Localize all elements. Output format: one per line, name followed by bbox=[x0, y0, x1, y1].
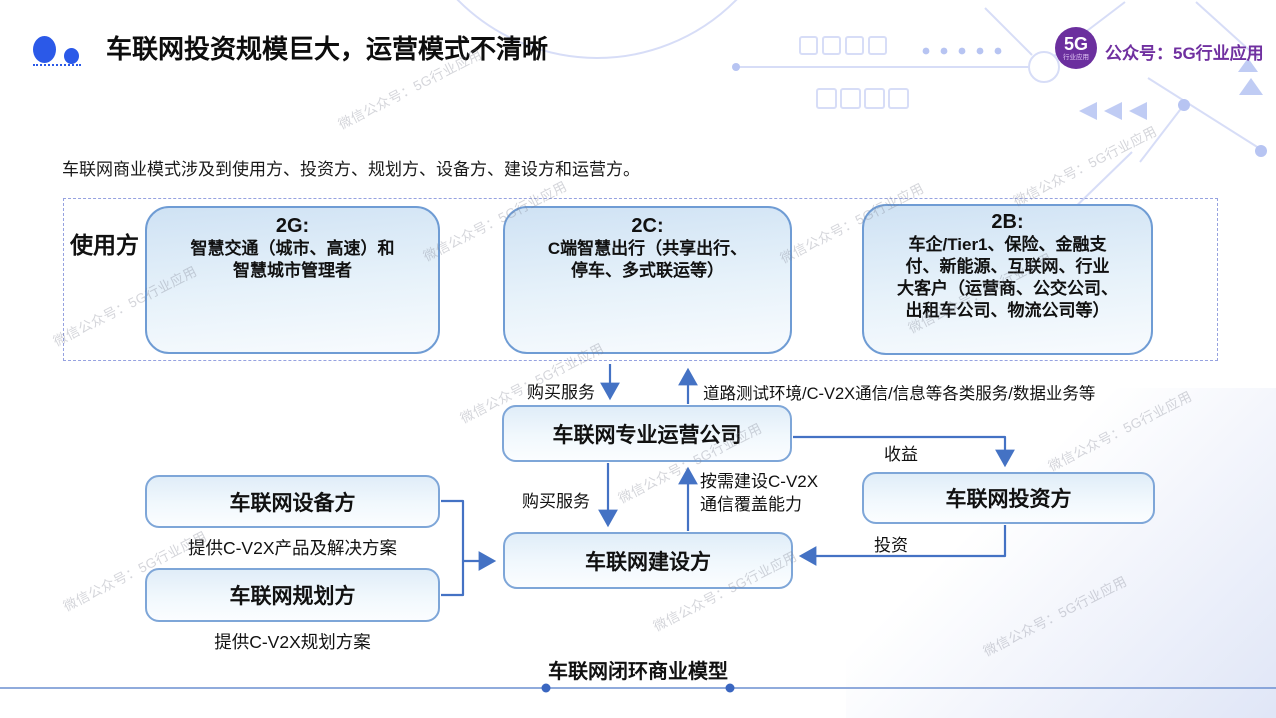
text-line: 智慧交通（城市、高速）和 bbox=[190, 239, 395, 258]
user-box-2c-title: 2C: bbox=[631, 215, 664, 237]
users-group-label: 使用方 bbox=[70, 232, 139, 258]
node-operator: 车联网专业运营公司 bbox=[502, 405, 792, 462]
users-group-frame bbox=[63, 198, 1218, 361]
text-line: 停车、多式联运等） bbox=[571, 261, 724, 281]
node-planner: 车联网规划方 bbox=[145, 568, 440, 622]
user-box-2b-desc: 车企/Tier1、保险、金融支 付、新能源、互联网、行业 大客户（运营商、公交公… bbox=[864, 234, 1151, 322]
text-line: 通信覆盖能力 bbox=[700, 494, 802, 514]
user-box-2g-title: 2G: bbox=[275, 215, 310, 237]
page-title: 车联网投资规模巨大，运营模式不清晰 bbox=[106, 34, 549, 64]
label-build-capacity: 按需建设C-V2X 通信覆盖能力 bbox=[700, 471, 818, 517]
user-box-2g-desc: 智慧交通（城市、高速）和 智慧城市管理者 bbox=[147, 238, 438, 282]
label-services-to-users: 道路测试环境/C-V2X通信/信息等各类服务/数据业务等 bbox=[703, 385, 1096, 403]
user-box-2c-desc: C端智慧出行（共享出行、 停车、多式联运等） bbox=[505, 238, 790, 282]
node-equipment: 车联网设备方 bbox=[145, 475, 440, 528]
5g-logo-subtext: 行业应用 bbox=[1063, 53, 1089, 61]
text-line: 按需建设C-V2X bbox=[700, 472, 819, 491]
label-equipment-offer: 提供C-V2X产品及解决方案 bbox=[187, 538, 398, 558]
label-buy-service-top: 购买服务 bbox=[527, 383, 595, 402]
text-line: 车企/Tier1、保险、金融支 bbox=[908, 235, 1107, 254]
title-bullet-dashes bbox=[33, 64, 81, 66]
account-label: 公众号：5G行业应用 bbox=[1105, 44, 1264, 63]
text-line: 出租车公司、物流公司等） bbox=[905, 301, 1110, 321]
text-line: C端智慧出行（共享出行、 bbox=[547, 239, 748, 258]
intro-text: 车联网商业模式涉及到使用方、投资方、规划方、设备方、建设方和运营方。 bbox=[62, 160, 640, 179]
user-box-2g: 2G: 智慧交通（城市、高速）和 智慧城市管理者 bbox=[145, 206, 440, 354]
5g-logo-badge: 5G 行业应用 bbox=[1055, 27, 1097, 69]
label-buy-service-mid: 购买服务 bbox=[522, 492, 590, 511]
title-bullet-large bbox=[33, 36, 56, 63]
user-box-2b: 2B: 车企/Tier1、保险、金融支 付、新能源、互联网、行业 大客户（运营商… bbox=[862, 204, 1153, 355]
user-box-2c: 2C: C端智慧出行（共享出行、 停车、多式联运等） bbox=[503, 206, 792, 354]
title-bullet-small bbox=[64, 48, 79, 64]
label-planner-offer: 提供C-V2X规划方案 bbox=[214, 632, 371, 652]
label-invest: 投资 bbox=[874, 536, 908, 555]
node-builder: 车联网建设方 bbox=[503, 532, 793, 589]
node-investor: 车联网投资方 bbox=[862, 472, 1155, 524]
text-line: 智慧城市管理者 bbox=[233, 261, 352, 281]
text-line: 大客户（运营商、公交公司、 bbox=[897, 279, 1118, 299]
text-line: 付、新能源、互联网、行业 bbox=[905, 257, 1110, 277]
label-revenue: 收益 bbox=[884, 445, 918, 464]
diagram-caption: 车联网闭环商业模型 bbox=[548, 661, 728, 683]
watermark: 微信公众号：5G行业应用 bbox=[1010, 123, 1160, 210]
user-box-2b-title: 2B: bbox=[991, 211, 1024, 233]
5g-logo-text: 5G bbox=[1063, 33, 1088, 54]
